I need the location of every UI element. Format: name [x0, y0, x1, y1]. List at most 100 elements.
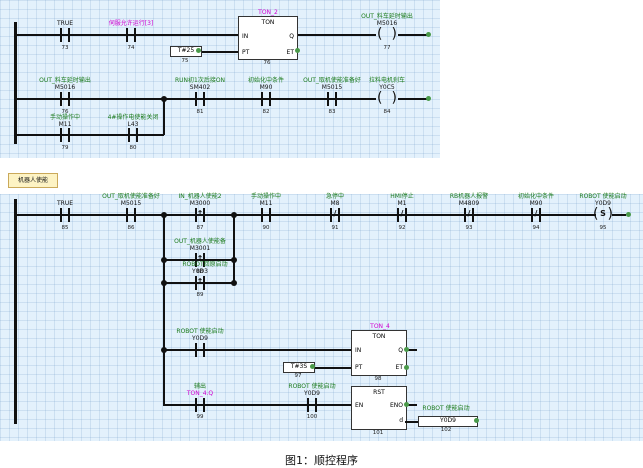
coil-84-label: 拉料电机刹车: [368, 77, 406, 84]
contact-87-addr: M3000: [189, 200, 211, 207]
contact-94-addr: M90: [529, 200, 543, 207]
timer-ton2-q: Q: [289, 33, 294, 40]
contact-90-addr: M11: [259, 200, 273, 207]
timer-ton2-in: IN: [242, 33, 249, 40]
contact-83-num: 83: [328, 109, 336, 115]
contact-100-label: ROBOT 使能启动: [288, 383, 336, 390]
rst-eno: ENO: [389, 402, 403, 409]
contact-99[interactable]: [190, 398, 210, 412]
timer-ton2-type: TON: [261, 19, 275, 26]
contact-93[interactable]: /: [459, 208, 479, 222]
coil-84[interactable]: (): [377, 90, 397, 106]
contact-76-label: OUT_料车延时输出: [39, 77, 91, 84]
coil-84-num: 84: [383, 109, 391, 115]
rst-out-value[interactable]: Y0D9: [418, 416, 478, 427]
contact-91[interactable]: /: [325, 208, 345, 222]
coil-95-num: 95: [599, 225, 607, 231]
contact-73-label: TRUE: [56, 20, 74, 27]
contact-89[interactable]: ↑: [190, 276, 210, 290]
figure-caption: 图1：顺控程序: [285, 454, 358, 467]
coil-95-label: ROBOT 使能启动: [579, 193, 627, 200]
coil-84-addr: Y0C5: [379, 84, 395, 91]
contact-79-num: 79: [61, 145, 69, 151]
contact-90[interactable]: [256, 208, 276, 222]
timer-ton4-pt-dot: [310, 364, 315, 369]
contact-92-label: HMI停止: [390, 193, 414, 200]
timer-ton4-pt-num: 97: [294, 373, 302, 379]
contact-79[interactable]: [55, 128, 75, 142]
contact-82-addr: M90: [259, 84, 273, 91]
contact-90-num: 90: [262, 225, 270, 231]
contact-88-addr: M3001: [189, 245, 211, 252]
contact-99-num: 99: [196, 414, 204, 420]
rst-num: 101: [372, 430, 384, 436]
contact-86[interactable]: [121, 208, 141, 222]
timer-ton4-num: 98: [374, 376, 382, 382]
coil-95-set[interactable]: (S): [593, 206, 613, 222]
rst-type: RST: [373, 389, 385, 396]
contact-91-label: 急停中: [325, 193, 345, 200]
contact-88[interactable]: ↑: [190, 253, 210, 267]
contact-86-label: OUT_取机使能准备好: [102, 193, 160, 200]
section-label[interactable]: 机器人使能: [8, 173, 58, 188]
timer-ton2-pt-value[interactable]: T#25: [170, 46, 202, 57]
contact-83-addr: M5015: [321, 84, 343, 91]
contact-74-label: 伺服允许运行[3]: [108, 20, 154, 27]
contact-81-num: 81: [196, 109, 204, 115]
timer-ton4-type: TON: [372, 333, 386, 340]
contact-74[interactable]: [121, 28, 141, 42]
rst-eno-dot: [404, 402, 409, 407]
power-rail-left-2: [14, 199, 17, 424]
contact-85[interactable]: [55, 208, 75, 222]
coil-77[interactable]: (): [377, 26, 397, 42]
contact-94-label: 初始化中条件: [517, 193, 555, 200]
contact-81[interactable]: [190, 92, 210, 106]
contact-86-num: 86: [127, 225, 135, 231]
contact-85-label: TRUE: [56, 200, 74, 207]
contact-87[interactable]: ↑: [190, 208, 210, 222]
contact-96-label: ROBOT 使能启动: [176, 328, 224, 335]
coil-77-addr: M5016: [376, 20, 398, 27]
contact-96[interactable]: [190, 343, 210, 357]
timer-ton2-block[interactable]: TON IN Q PT ET: [238, 16, 298, 60]
contact-93-num: 93: [465, 225, 473, 231]
timer-ton4-q-dot: [404, 347, 409, 352]
contact-82[interactable]: [256, 92, 276, 106]
timer-ton4-block[interactable]: TON IN Q PT ET: [351, 330, 407, 376]
contact-100[interactable]: [302, 398, 322, 412]
rst-block[interactable]: RST EN ENO d: [351, 386, 407, 430]
contact-80[interactable]: [123, 128, 143, 142]
contact-90-label: 手动操作中: [250, 193, 282, 200]
coil-77-label: OUT_料车延时输出: [361, 13, 413, 20]
timer-ton2-et: ET: [286, 49, 294, 56]
timer-ton2-pt-num: 75: [181, 58, 189, 64]
contact-79-addr: M11: [58, 121, 72, 128]
contact-83[interactable]: [322, 92, 342, 106]
contact-87-label: IN_机器人使能2: [178, 193, 222, 200]
contact-73[interactable]: [55, 28, 75, 42]
contact-99-addr: TON_4.Q: [186, 390, 214, 397]
rst-out-dot: [474, 418, 479, 423]
contact-92[interactable]: /: [392, 208, 412, 222]
contact-76[interactable]: [55, 92, 75, 106]
timer-ton2-pt: PT: [242, 49, 250, 56]
rung1-end-dot-2: [426, 96, 431, 101]
coil-77-num: 77: [383, 45, 391, 51]
timer-ton2-pt-dot: [196, 48, 201, 53]
contact-91-addr: M8: [330, 200, 340, 207]
ladder-rung-2: TRUE 85 OUT_取机使能准备好 M5015 86 ↑ IN_机器人使能2…: [0, 193, 643, 441]
contact-94[interactable]: /: [526, 208, 546, 222]
timer-ton4-in: IN: [355, 347, 362, 354]
contact-81-label: RUN初1次后接ON: [174, 77, 226, 84]
contact-74-num: 74: [127, 45, 135, 51]
contact-100-addr: Y0D9: [304, 390, 320, 397]
contact-83-label: OUT_取机使能准备好: [303, 77, 361, 84]
ladder-rung-1: TRUE 73 伺服允许运行[3] 74 TON_2 TON IN Q PT E…: [0, 0, 440, 158]
contact-88-num: 88: [196, 269, 204, 275]
timer-ton4-et: ET: [395, 364, 403, 371]
contact-99-label: 辅出: [193, 383, 207, 390]
power-rail-left: [14, 22, 17, 144]
timer-ton4-instance: TON_4: [370, 323, 390, 330]
contact-87-num: 87: [196, 225, 204, 231]
contact-94-num: 94: [532, 225, 540, 231]
